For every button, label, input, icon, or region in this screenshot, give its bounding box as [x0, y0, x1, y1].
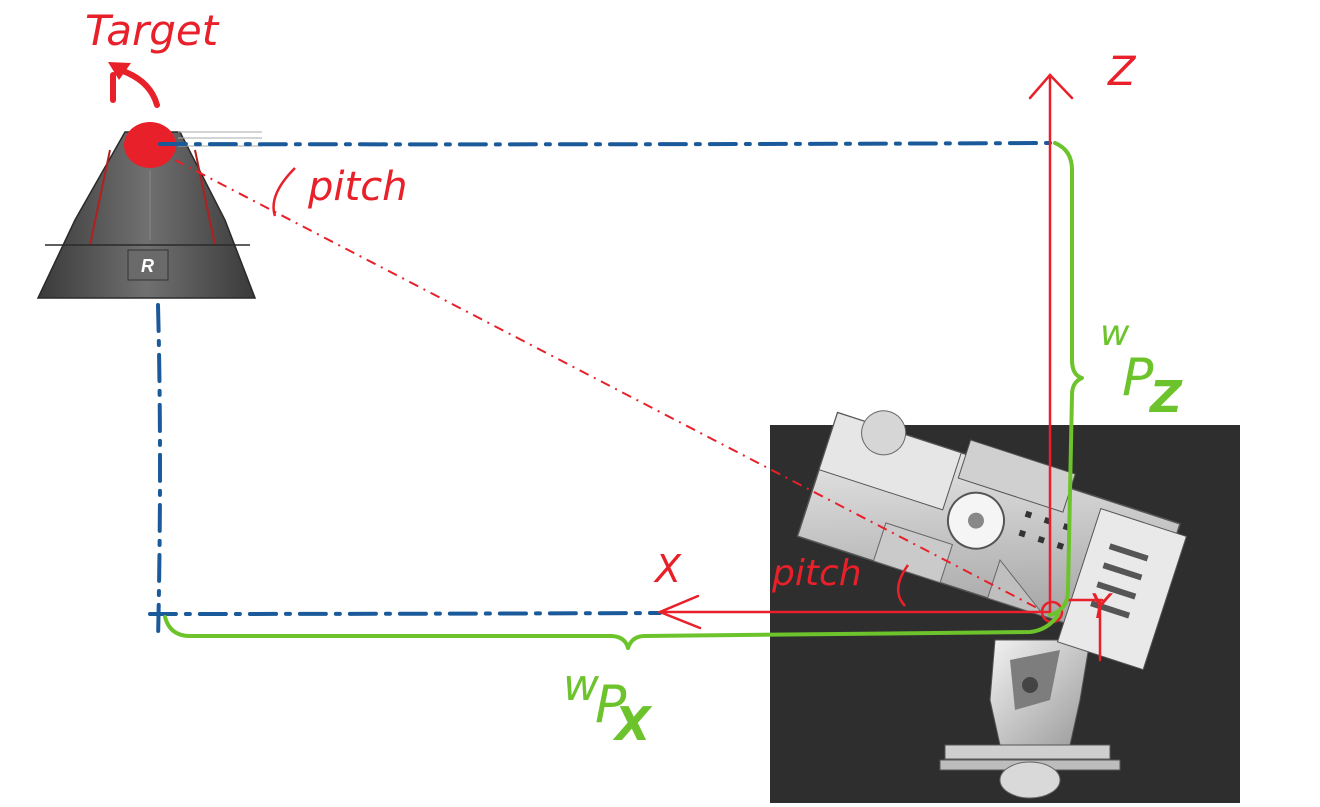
pitch-line — [174, 159, 1046, 613]
robot-render — [770, 410, 1240, 803]
projection-left — [156, 303, 162, 642]
projection-lines — [148, 141, 1052, 642]
target-marker — [108, 62, 176, 168]
wpx-subscript: X — [612, 697, 653, 751]
pitch-label-bottom: pitch — [771, 553, 862, 594]
pitch-label-top: pitch — [307, 164, 408, 210]
wpx-superscript: w — [563, 660, 600, 711]
x-axis-arrowhead — [656, 594, 702, 630]
robot-base — [939, 639, 1121, 799]
wpz-subscript: Z — [1148, 372, 1183, 423]
axes — [656, 73, 1104, 662]
wpx-main: P — [595, 675, 627, 735]
pitch-arc-top — [272, 167, 296, 217]
wpz-main: P — [1122, 348, 1154, 408]
projection-top — [158, 141, 1052, 147]
wpx-brace — [163, 613, 1060, 650]
labels: Target pitch pitch Z X Y w P Z w P X — [85, 6, 1183, 751]
wpz-superscript: w — [1100, 313, 1130, 354]
wpz-brace — [1048, 141, 1084, 617]
z-axis-label: Z — [1107, 49, 1137, 95]
tower-logo: R — [141, 256, 154, 276]
y-axis-label: Y — [1090, 587, 1113, 627]
projection-bottom — [148, 611, 662, 616]
pitch-arc-bottom — [897, 564, 910, 607]
y-axis-mark — [1066, 598, 1104, 662]
x-axis-label: X — [653, 547, 682, 591]
target-label: Target — [85, 6, 220, 55]
distance-braces — [163, 141, 1084, 650]
z-axis-arrowhead — [1028, 73, 1074, 100]
